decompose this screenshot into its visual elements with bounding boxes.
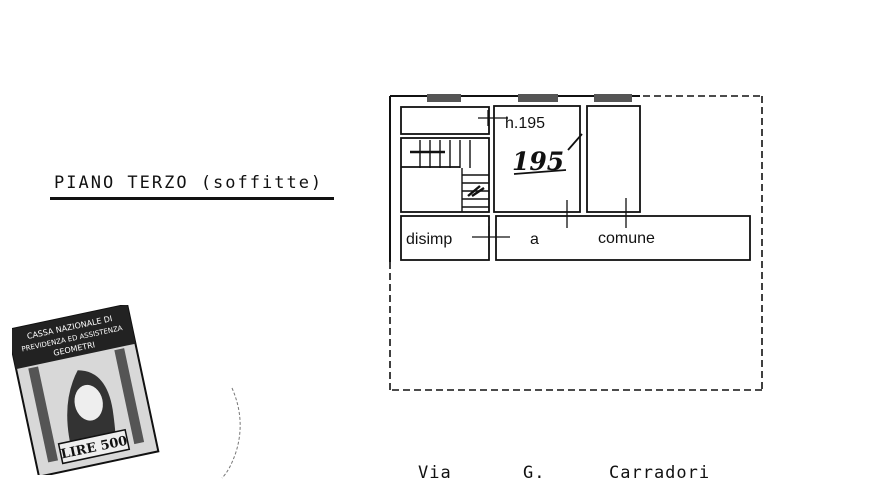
room-label-a: a [530, 231, 539, 248]
title-underline [50, 197, 334, 200]
door-ticks [472, 110, 627, 250]
room-label-comune: comune [598, 230, 655, 247]
height-label: h.195 [505, 115, 545, 132]
rooms [400, 105, 751, 261]
handwriting-strokes [513, 133, 583, 175]
street-word-name: Carradori [609, 463, 711, 483]
street-word-initial: G. [523, 463, 546, 483]
stair [410, 140, 489, 212]
plan-title: PIANO TERZO (soffitte) [54, 173, 324, 193]
room-label-disimp: disimp [406, 231, 452, 248]
revenue-stamp: CASSA NAZIONALE DI PREVIDENZA ED ASSISTE… [12, 305, 160, 475]
street-word-via: Via [418, 463, 452, 483]
roof-openings [427, 94, 632, 102]
pencil-mark [221, 387, 241, 479]
